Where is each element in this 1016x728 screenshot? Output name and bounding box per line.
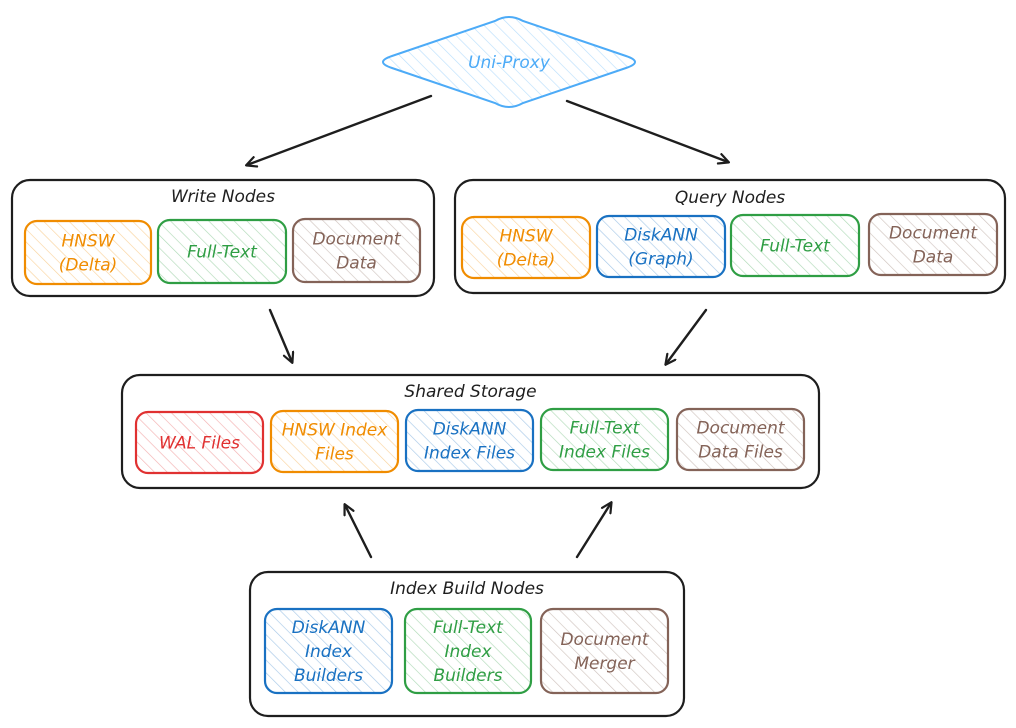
uni-proxy-diamond	[382, 16, 636, 108]
full-text-index-builders-label-line: Builders	[434, 666, 503, 686]
shared-storage-title: Shared Storage	[404, 382, 536, 402]
uni-proxy: Uni-Proxy	[382, 16, 636, 108]
diskann-graph-label-line: DiskANN	[624, 226, 698, 246]
diskann-graph-box: DiskANN (Graph)	[595, 214, 727, 279]
query-nodes-title: Query Nodes	[675, 188, 785, 208]
hnsw-delta-label-line: (Delta)	[59, 256, 118, 276]
full-text-index-builders-label-line: Index	[444, 642, 492, 662]
write-nodes-title: Write Nodes	[171, 187, 275, 207]
document-data-label-line: Data	[913, 248, 954, 268]
node-groups: Write NodesHNSW(Delta)Full-TextDocumentD…	[10, 178, 1007, 718]
document-data-files-box-outline	[675, 407, 806, 472]
diskann-index-files-label-line: Index Files	[424, 444, 515, 464]
full-text-index-files-label-line: Index Files	[559, 443, 650, 463]
index-build-nodes-title: Index Build Nodes	[390, 579, 544, 599]
diskann-graph-box-outline	[595, 214, 727, 279]
diskann-index-files-label-line: DiskANN	[433, 420, 507, 440]
full-text-box-outline	[729, 213, 861, 278]
diskann-index-builders-label-line: DiskANN	[292, 618, 366, 638]
arrow-index-build-nodes-to-shared-storage	[345, 505, 373, 559]
hnsw-index-files-label-line: HNSW Index	[282, 421, 389, 441]
diskann-index-files-box-outline	[404, 408, 535, 473]
full-text-box: Full-Text	[729, 213, 861, 278]
full-text-index-files-box-outline	[539, 407, 670, 472]
document-data-files-label-line: Document	[696, 419, 785, 439]
hnsw-delta-box: HNSW (Delta)	[23, 219, 153, 286]
diskann-index-files-box: DiskANN Index Files	[404, 408, 535, 473]
full-text-box-outline	[156, 218, 288, 285]
document-merger-box-outline	[539, 607, 670, 695]
full-text-index-builders-label-line: Full-Text	[433, 618, 504, 638]
diskann-index-builders-label-line: Index	[305, 642, 353, 662]
index-build-nodes-group: Index Build NodesDiskANNIndexBuildersFul…	[248, 570, 686, 718]
document-data-box-outline	[291, 217, 422, 284]
hnsw-delta-box-outline	[23, 219, 153, 286]
arrow-uni-proxy-to-query-nodes	[565, 99, 728, 162]
wal-files-label-line: WAL Files	[159, 434, 240, 454]
document-merger-label-line: Merger	[574, 654, 635, 674]
diskann-index-builders-label-line: Builders	[294, 666, 363, 686]
document-data-label-line: Document	[312, 230, 401, 250]
hnsw-delta-label-line: (Delta)	[497, 251, 556, 271]
hnsw-delta-label-line: HNSW	[61, 232, 115, 252]
full-text-label-line: Full-Text	[760, 237, 831, 257]
hnsw-delta-label-line: HNSW	[499, 227, 553, 247]
full-text-index-files-label-line: Full-Text	[570, 419, 641, 439]
edges	[247, 94, 728, 559]
document-data-label-line: Document	[889, 224, 978, 244]
diskann-graph-label-line: (Graph)	[628, 250, 693, 270]
wal-files-box-outline	[134, 410, 265, 475]
arrow-write-nodes-to-shared-storage	[268, 308, 292, 362]
document-data-label-line: Data	[336, 254, 377, 274]
document-data-files-label-line: Data Files	[698, 443, 783, 463]
full-text-index-builders-box-outline	[403, 607, 533, 695]
uni-proxy-label: Uni-Proxy	[468, 53, 551, 73]
arrow-uni-proxy-to-write-nodes	[247, 94, 433, 165]
document-merger-label-line: Document	[560, 630, 649, 650]
diskann-index-builders-box-outline	[263, 607, 394, 695]
wal-files-box: WAL Files	[134, 410, 265, 475]
write-nodes-group: Write NodesHNSW(Delta)Full-TextDocumentD…	[10, 178, 436, 298]
hnsw-delta-box-outline	[460, 215, 592, 280]
full-text-label-line: Full-Text	[187, 243, 258, 263]
arrow-index-build-nodes-to-shared-storage	[575, 503, 611, 559]
hnsw-index-files-box-outline	[269, 409, 400, 474]
arrow-query-nodes-to-shared-storage	[666, 308, 708, 364]
full-text-box: Full-Text	[156, 218, 288, 285]
document-data-box-outline	[867, 212, 999, 277]
hnsw-delta-box: HNSW (Delta)	[460, 215, 592, 280]
hnsw-index-files-label-line: Files	[315, 445, 354, 465]
